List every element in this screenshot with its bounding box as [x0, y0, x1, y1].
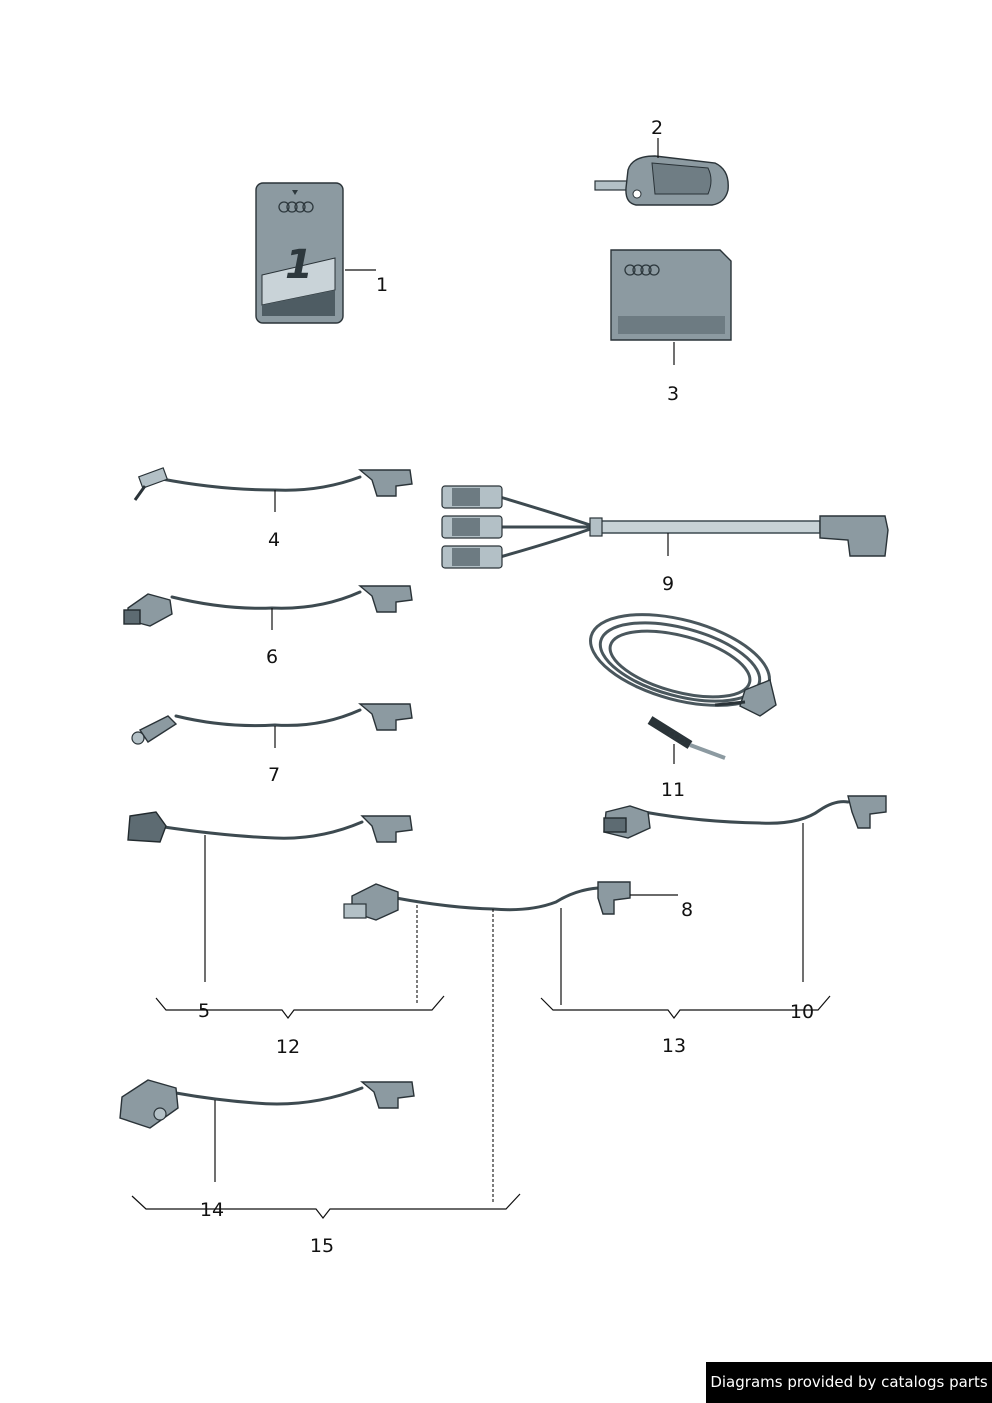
callout-6: 6: [266, 646, 278, 668]
callout-8: 8: [681, 899, 693, 921]
part-5-cable: [127, 811, 413, 843]
callout-11: 11: [661, 779, 685, 801]
callout-4: 4: [268, 529, 280, 551]
callout-9: 9: [662, 573, 674, 595]
part-10-cable: [603, 795, 887, 839]
callout-7: 7: [268, 764, 280, 786]
part-1-sd-card: 1: [255, 182, 344, 324]
part-7-cable: [131, 703, 413, 745]
brace-15: [131, 1193, 521, 1219]
part-3-sd-card: [610, 249, 732, 341]
callout-13: 13: [662, 1035, 686, 1057]
brace-12: [155, 995, 445, 1019]
svg-text:1: 1: [285, 242, 313, 288]
brace-13: [540, 995, 831, 1019]
callout-5: 5: [198, 1000, 210, 1022]
callout-1: 1: [376, 274, 388, 296]
credit-banner: Diagrams provided by catalogs parts: [706, 1362, 992, 1403]
callout-10: 10: [790, 1001, 814, 1023]
part-9-cable: [441, 485, 889, 569]
callout-3: 3: [667, 383, 679, 405]
part-4-cable: [133, 467, 413, 501]
callout-14: 14: [200, 1199, 224, 1221]
part-14-cable: [119, 1079, 415, 1129]
callout-15: 15: [310, 1235, 334, 1257]
part-11-coiled-cable: [589, 613, 777, 760]
part-6-cable: [123, 585, 413, 627]
callout-12: 12: [276, 1036, 300, 1058]
part-8-cable: [343, 881, 631, 921]
part-2-flip-key: [594, 155, 729, 206]
callout-2: 2: [651, 117, 663, 139]
